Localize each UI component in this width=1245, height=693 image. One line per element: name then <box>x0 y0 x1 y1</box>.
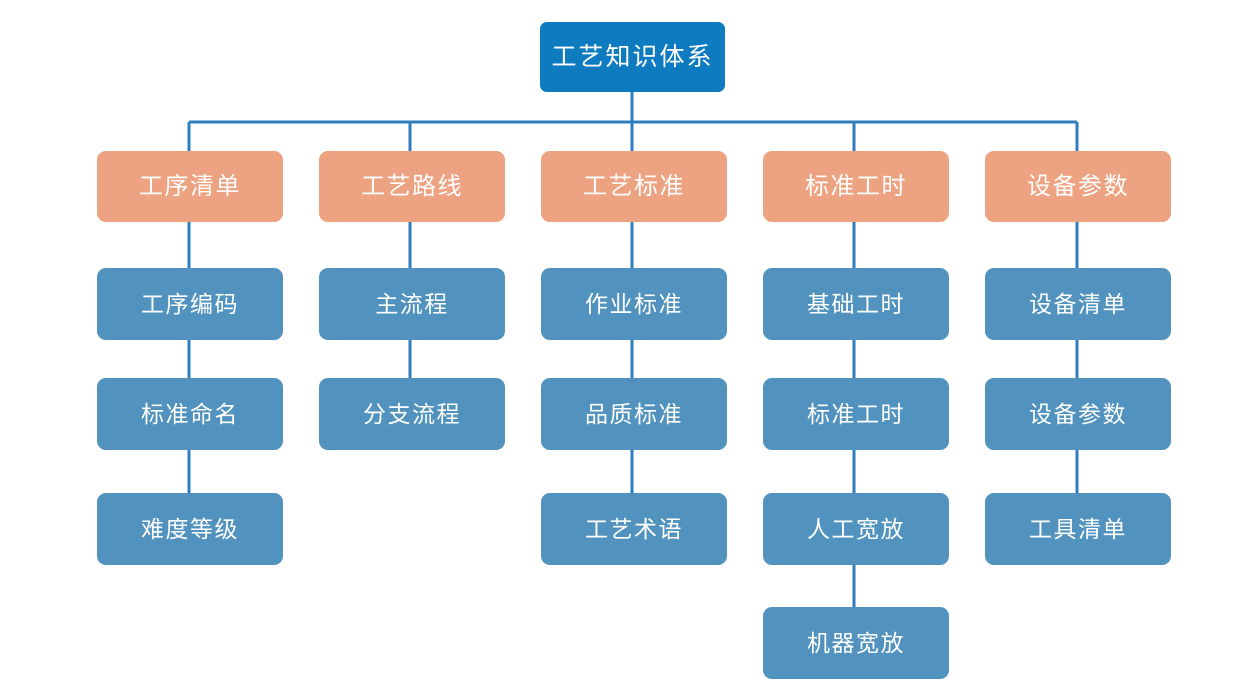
node-leaf-jiqikuanfang[interactable]: 机器宽放 <box>763 607 949 679</box>
node-leaf-gongjuqingdan[interactable]: 工具清单 <box>985 493 1171 565</box>
node-leaf-shebeicanshu[interactable]: 设备参数 <box>985 378 1171 450</box>
node-leaf-zhuliucheng[interactable]: 主流程 <box>319 268 505 340</box>
node-leaf-pinzhibiaozhun[interactable]: 品质标准 <box>541 378 727 450</box>
node-leaf-nandudengji[interactable]: 难度等级 <box>97 493 283 565</box>
node-category-gongxuqingdan[interactable]: 工序清单 <box>97 151 283 222</box>
node-root[interactable]: 工艺知识体系 <box>540 22 725 92</box>
node-category-gongyiluxian[interactable]: 工艺路线 <box>319 151 505 222</box>
node-category-biaozhungongshi[interactable]: 标准工时 <box>763 151 949 222</box>
node-leaf-shebeiqingdan[interactable]: 设备清单 <box>985 268 1171 340</box>
node-leaf-biaozhungongshi[interactable]: 标准工时 <box>763 378 949 450</box>
node-category-shebeicanshu[interactable]: 设备参数 <box>985 151 1171 222</box>
node-leaf-zuoyebiaozhun[interactable]: 作业标准 <box>541 268 727 340</box>
node-leaf-jichugongshi[interactable]: 基础工时 <box>763 268 949 340</box>
node-leaf-fenzhiliucheng[interactable]: 分支流程 <box>319 378 505 450</box>
node-category-gongyibiaozhun[interactable]: 工艺标准 <box>541 151 727 222</box>
node-leaf-gongyishuyu[interactable]: 工艺术语 <box>541 493 727 565</box>
node-leaf-rengongkuanfang[interactable]: 人工宽放 <box>763 493 949 565</box>
node-leaf-gongxubianma[interactable]: 工序编码 <box>97 268 283 340</box>
node-leaf-biaozhunmingming[interactable]: 标准命名 <box>97 378 283 450</box>
